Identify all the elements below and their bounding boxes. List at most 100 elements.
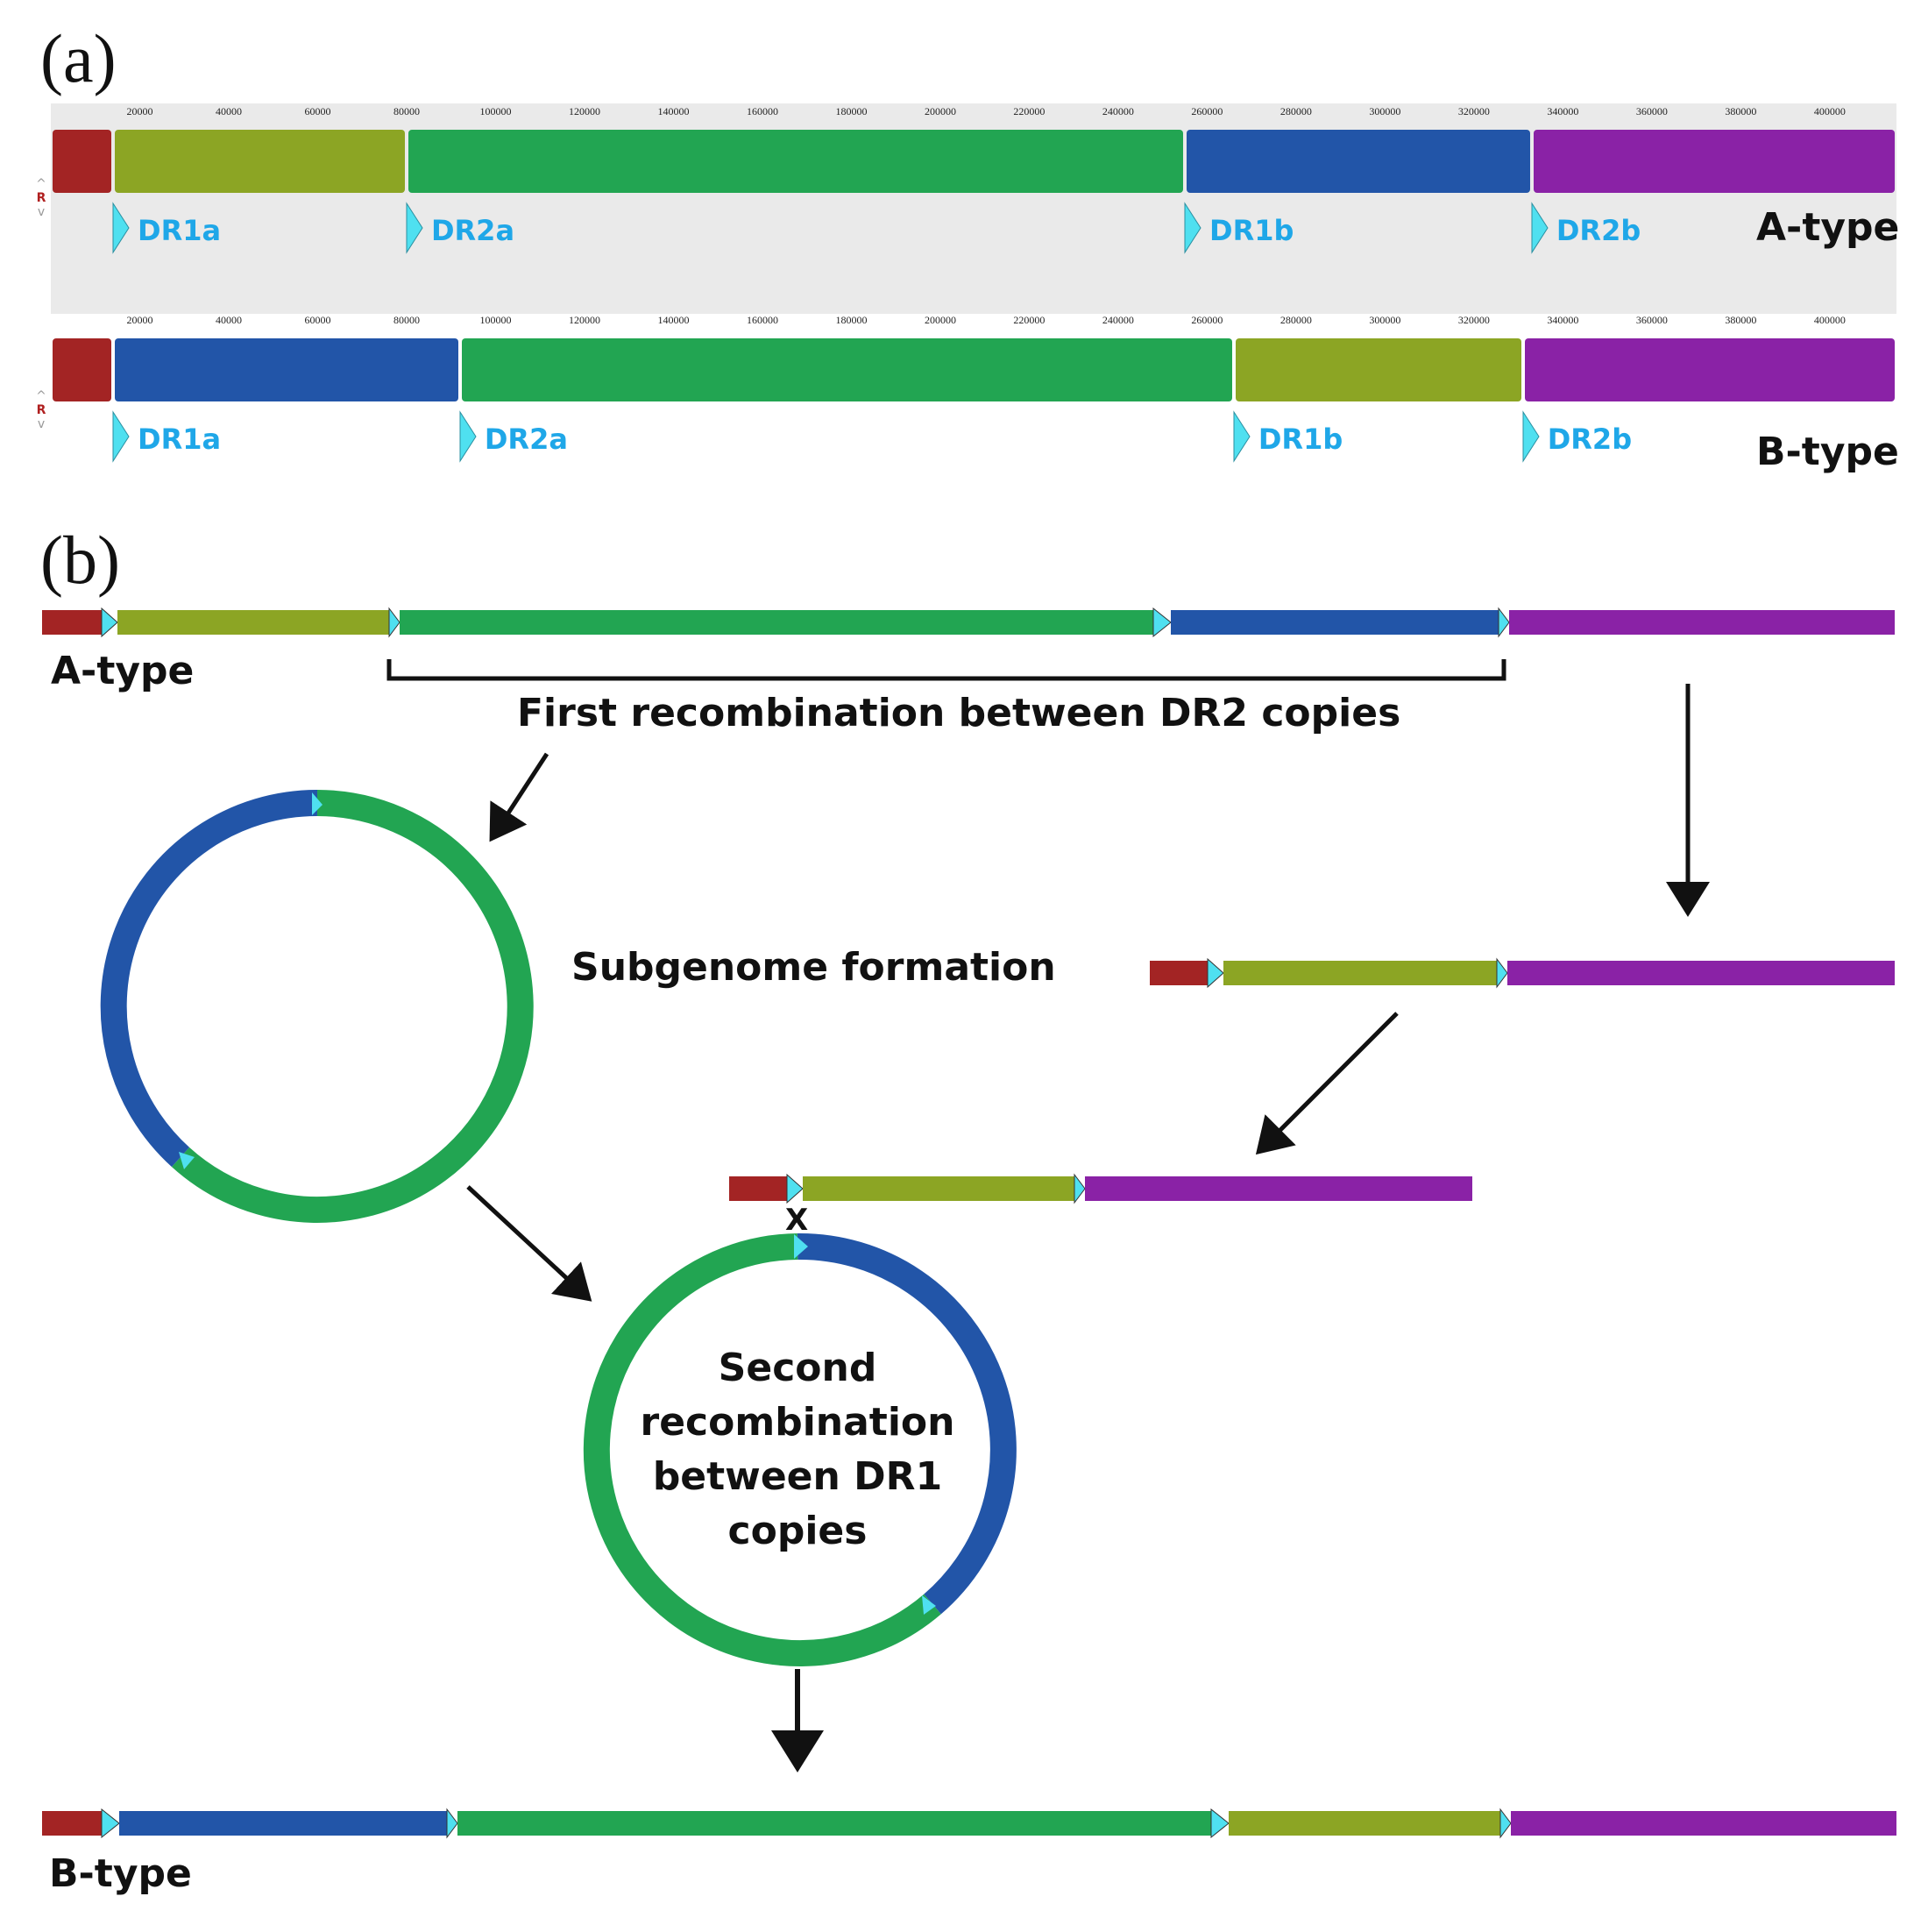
ruler-tick-label: 300000 xyxy=(1369,314,1401,326)
segment-green[interactable] xyxy=(461,338,1232,401)
dr-marker xyxy=(1498,607,1510,638)
circle-green-arc xyxy=(171,790,534,1223)
ruler-tick-label: 100000 xyxy=(479,105,512,117)
segment-red[interactable] xyxy=(53,130,112,193)
b-type-linear-map xyxy=(42,1808,1896,1839)
dr-label: DR1a xyxy=(138,214,222,247)
ruler-tick-label: 180000 xyxy=(835,314,868,326)
second-recombination-line: between DR1 xyxy=(652,1454,943,1499)
dr-label: DR2b xyxy=(1547,423,1633,456)
ruler-tick-label: 20000 xyxy=(126,314,153,326)
segment-blue xyxy=(119,1811,447,1836)
segment-blue xyxy=(1171,610,1499,635)
dr-marker-icon xyxy=(406,202,423,254)
segment-olive xyxy=(1229,1811,1500,1836)
dr-marker xyxy=(1207,957,1224,989)
segment-purple xyxy=(1085,1176,1472,1201)
second-recombination-line: copies xyxy=(727,1509,868,1553)
reverse-toggle[interactable]: R xyxy=(36,403,46,417)
ruler-tick-label: 100000 xyxy=(479,314,512,326)
second-recombination-line: Second xyxy=(718,1346,877,1390)
arrow-to-circle xyxy=(489,752,549,842)
segment-olive xyxy=(803,1176,1074,1201)
scroll-down-icon[interactable]: v xyxy=(37,417,46,431)
track-b-controls[interactable]: ^ R v xyxy=(33,389,49,431)
segment-olive[interactable] xyxy=(1235,338,1521,401)
segment-green xyxy=(457,1811,1211,1836)
dr-label: DR1b xyxy=(1209,214,1294,247)
reverse-toggle[interactable]: R xyxy=(36,191,46,205)
segment-purple xyxy=(1511,1811,1896,1836)
ruler-tick-label: 40000 xyxy=(215,314,242,326)
ruler-tick-label: 120000 xyxy=(568,105,600,117)
dr-marker xyxy=(1499,1808,1512,1839)
segment-olive[interactable] xyxy=(115,130,405,193)
dr-marker xyxy=(388,607,401,638)
dr-label: DR2a xyxy=(484,423,568,456)
ruler-tick-label: 280000 xyxy=(1279,314,1312,326)
dr-marker xyxy=(101,607,118,638)
segment-purple xyxy=(1509,610,1895,635)
dr-marker xyxy=(312,792,323,815)
ruler-tick-label: 260000 xyxy=(1191,105,1223,117)
ruler-tick-label: 400000 xyxy=(1813,105,1846,117)
dr-marker xyxy=(1496,957,1508,989)
dr-marker xyxy=(1210,1808,1230,1839)
dr-marker-icon xyxy=(1531,202,1549,254)
recombination-bracket xyxy=(386,659,1506,681)
ruler-tick-label: 240000 xyxy=(1102,314,1134,326)
dr-marker xyxy=(101,1808,120,1839)
segment-green xyxy=(400,610,1153,635)
segment-purple[interactable] xyxy=(1524,338,1895,401)
subgenome-linear-right xyxy=(1150,957,1895,989)
ruler-tick-label: 40000 xyxy=(215,105,242,117)
segment-olive xyxy=(117,610,389,635)
ruler-tick-label: 120000 xyxy=(568,314,600,326)
ruler-tick-label: 80000 xyxy=(393,105,420,117)
scroll-up-icon[interactable]: ^ xyxy=(36,177,46,191)
ruler-tick-label: 60000 xyxy=(304,105,331,117)
segment-red[interactable] xyxy=(53,338,112,401)
dr-label: DR1a xyxy=(138,423,222,456)
a-type-linear-map xyxy=(42,607,1895,638)
arrow-circle-to-circle xyxy=(466,1185,592,1302)
ruler-tick-label: 20000 xyxy=(126,105,153,117)
ruler-tick-label: 280000 xyxy=(1279,105,1312,117)
ruler-tick-label: 340000 xyxy=(1547,105,1579,117)
scroll-up-icon[interactable]: ^ xyxy=(36,389,46,403)
segment-purple xyxy=(1507,961,1895,985)
track-a-controls[interactable]: ^ R v xyxy=(33,177,49,219)
dr-marker-icon xyxy=(1522,410,1540,463)
ruler-tick-label: 140000 xyxy=(657,314,690,326)
subgenome-formation-caption: Subgenome formation xyxy=(571,945,1056,990)
ruler-tick-label: 180000 xyxy=(835,105,868,117)
ruler-tick-label: 320000 xyxy=(1457,314,1490,326)
dr-marker-icon xyxy=(1184,202,1202,254)
first-recombination-caption: First recombination between DR2 copies xyxy=(517,691,1401,735)
segment-olive xyxy=(1223,961,1497,985)
arrow-subgenome-down xyxy=(1255,1012,1399,1155)
dr-marker xyxy=(786,1173,804,1204)
ruler-tick-label: 140000 xyxy=(657,105,690,117)
circle-blue-arc xyxy=(100,789,318,1168)
ruler-tick-label: 60000 xyxy=(304,314,331,326)
ruler-tick-label: 200000 xyxy=(924,105,956,117)
ruler-tick-label: 200000 xyxy=(924,314,956,326)
ruler-tick-label: 80000 xyxy=(393,314,420,326)
segment-purple[interactable] xyxy=(1533,130,1895,193)
segment-blue[interactable] xyxy=(115,338,458,401)
circle-blue-arc xyxy=(797,1232,1017,1615)
dr-label: DR2b xyxy=(1556,214,1641,247)
segment-green[interactable] xyxy=(408,130,1184,193)
first-circular-molecule xyxy=(100,789,534,1223)
a-type-label: A-type xyxy=(1756,205,1900,250)
dr-marker-icon xyxy=(1233,410,1251,463)
dr-marker xyxy=(794,1234,808,1259)
second-recombination-line: recombination xyxy=(640,1400,955,1445)
scroll-down-icon[interactable]: v xyxy=(37,205,46,219)
panel-b-label: (b) xyxy=(40,522,120,598)
segment-blue[interactable] xyxy=(1187,130,1530,193)
dr-marker-icon xyxy=(112,410,130,463)
